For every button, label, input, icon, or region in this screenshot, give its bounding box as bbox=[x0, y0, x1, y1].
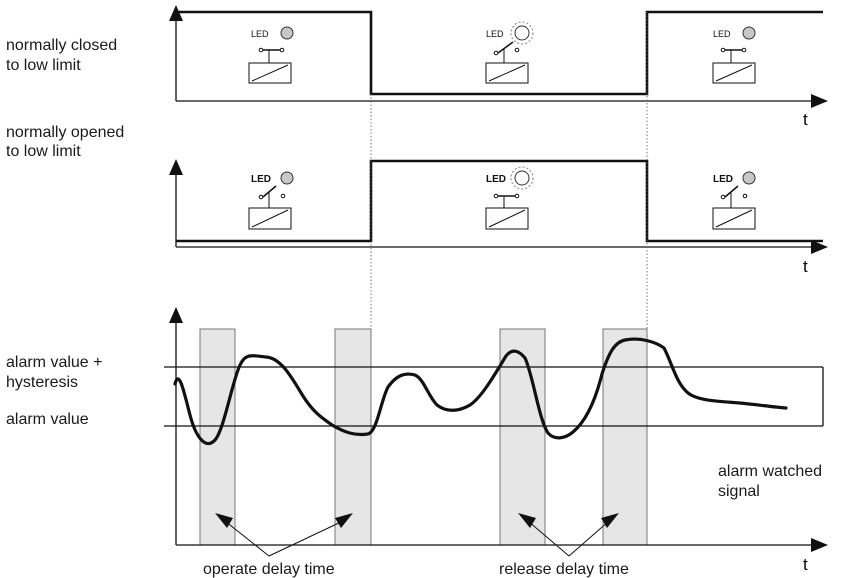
no-x-arrow bbox=[811, 240, 828, 254]
led-off-icon bbox=[280, 171, 294, 185]
relay-icon-nc-1: LED bbox=[248, 26, 294, 84]
delay-band-operate-2 bbox=[334, 328, 372, 546]
relay-icon-nc-2: LED bbox=[485, 21, 534, 84]
relay-icon-no-2: LED bbox=[485, 166, 534, 230]
relay-coil-diagonal bbox=[715, 64, 753, 82]
contact-node-icon bbox=[742, 193, 748, 199]
led-off-icon bbox=[742, 171, 756, 185]
led-lit-icon bbox=[514, 170, 530, 186]
delay-band-release-2 bbox=[602, 328, 648, 546]
relay-coil-diagonal bbox=[251, 209, 289, 228]
signal-panel: t alarm value + hysteresis alarm value a… bbox=[6, 12, 828, 578]
watched-signal-label-line2: signal bbox=[718, 483, 760, 500]
contact-node-icon bbox=[280, 193, 286, 199]
watched-signal-curve bbox=[173, 337, 788, 446]
relay-coil-diagonal bbox=[488, 64, 526, 82]
pointer-arrow-head bbox=[518, 513, 536, 528]
operate-delay-pointers bbox=[215, 513, 353, 557]
led-label: LED bbox=[713, 29, 731, 39]
led-lit-icon bbox=[514, 25, 530, 41]
signal-t-label: t bbox=[803, 555, 808, 574]
delay-band-release-1 bbox=[499, 328, 546, 546]
contact-node-icon bbox=[258, 194, 264, 200]
pointer-arrow-line bbox=[527, 520, 570, 557]
alarm-value-label: alarm value bbox=[6, 411, 89, 428]
nc-panel: t normally closed to low limit LED LED bbox=[6, 5, 828, 129]
contact-node-icon bbox=[514, 47, 520, 53]
pointer-arrow-head bbox=[335, 513, 353, 528]
pointer-arrow-head bbox=[601, 513, 619, 528]
contact-node-icon bbox=[493, 50, 499, 56]
led-label: LED bbox=[251, 29, 269, 39]
pointer-arrow-head bbox=[215, 513, 233, 528]
contact-node-icon bbox=[720, 194, 726, 200]
contact-node-icon bbox=[493, 193, 499, 199]
no-t-label: t bbox=[803, 257, 808, 276]
open-contact-icon bbox=[262, 185, 277, 198]
led-label: LED bbox=[713, 174, 733, 185]
signal-y-arrow bbox=[169, 307, 183, 323]
no-label-line1: normally opened bbox=[6, 124, 124, 141]
no-panel: t normally opened to low limit LED LED bbox=[6, 124, 828, 276]
no-state-line bbox=[176, 159, 823, 243]
signal-x-arrow bbox=[811, 538, 828, 552]
operate-delay-label: operate delay time bbox=[203, 561, 335, 578]
nc-state-line bbox=[176, 10, 823, 96]
open-contact-icon bbox=[724, 185, 739, 198]
no-label-line2: to low limit bbox=[6, 143, 81, 160]
led-off-icon bbox=[742, 26, 756, 40]
pointer-arrow-line bbox=[268, 520, 344, 557]
led-label: LED bbox=[486, 29, 504, 39]
led-glow-ring-icon bbox=[510, 21, 534, 45]
relay-coil-diagonal bbox=[488, 209, 526, 228]
relay-coil-diagonal bbox=[251, 64, 289, 82]
relay-icon-no-1: LED bbox=[248, 171, 294, 230]
relay-coil-diagonal bbox=[715, 209, 753, 228]
nc-label-line1: normally closed bbox=[6, 37, 117, 54]
contact-node-icon bbox=[741, 47, 747, 53]
contact-node-icon bbox=[258, 47, 264, 53]
no-y-arrow bbox=[169, 159, 183, 175]
nc-label-line2: to low limit bbox=[6, 57, 81, 74]
led-label: LED bbox=[251, 174, 271, 185]
alarm-hysteresis-label-line2: hysteresis bbox=[6, 374, 78, 391]
pointer-arrow-line bbox=[568, 520, 610, 557]
watched-signal-label-line1: alarm watched bbox=[718, 463, 822, 480]
pointer-arrow-line bbox=[224, 520, 270, 557]
relay-icon-no-3: LED bbox=[712, 171, 756, 230]
open-contact-icon bbox=[497, 41, 514, 54]
led-label: LED bbox=[486, 174, 506, 185]
led-glow-ring-icon bbox=[510, 166, 534, 190]
release-delay-label: release delay time bbox=[499, 561, 629, 578]
nc-x-arrow bbox=[811, 94, 828, 108]
release-delay-pointers bbox=[518, 513, 619, 557]
contact-node-icon bbox=[720, 47, 726, 53]
alarm-hysteresis-label-line1: alarm value + bbox=[6, 354, 103, 371]
led-off-icon bbox=[280, 26, 294, 40]
contact-node-icon bbox=[514, 193, 520, 199]
nc-t-label: t bbox=[803, 110, 808, 129]
relay-icon-nc-3: LED bbox=[712, 26, 756, 84]
contact-node-icon bbox=[279, 47, 285, 53]
